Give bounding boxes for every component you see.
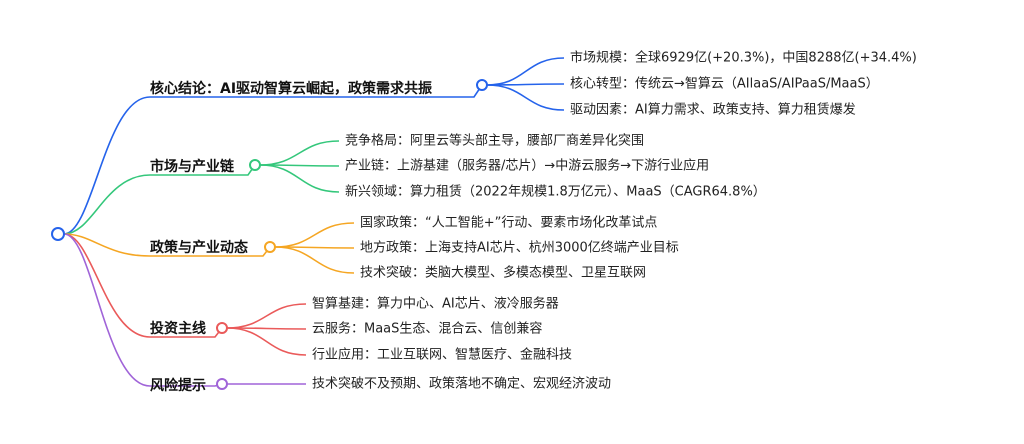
leaf-connector <box>226 327 307 356</box>
root-connector <box>63 233 151 257</box>
leaf-label: 行业应用：工业互联网、智慧医疗、金融科技 <box>312 347 572 363</box>
branch-risk-warning[interactable]: 风险提示 技术突破不及预期、政策落地不确定、宏观经济波动 <box>150 376 611 395</box>
branch-investment-themes[interactable]: 投资主线 智算基建：算力中心、AI芯片、液冷服务器 云服务：MaaS生态、混合云… <box>150 296 572 363</box>
leaf-label: 市场规模：全球6929亿(+20.3%)，中国8288亿(+34.4%) <box>570 50 917 66</box>
leaf-label: 云服务：MaaS生态、混合云、信创兼容 <box>312 321 542 337</box>
leaf-label: 智算基建：算力中心、AI芯片、液冷服务器 <box>312 296 559 312</box>
leaf-connector <box>259 164 340 193</box>
leaf-connector <box>274 222 355 248</box>
branch-node[interactable] <box>476 79 488 91</box>
branch-label: 风险提示 <box>150 377 206 394</box>
leaf-label: 驱动因素：AI算力需求、政策支持、算力租赁爆发 <box>570 102 856 118</box>
leaf-connector <box>226 303 307 329</box>
branch-node[interactable] <box>216 322 228 334</box>
branch-label: 核心结论：AI驱动智算云崛起，政策需求共振 <box>150 80 432 97</box>
leaf-label: 产业链：上游基建（服务器/芯片）→中游云服务→下游行业应用 <box>345 158 709 174</box>
root-connector <box>63 233 151 387</box>
leaf-connector <box>274 246 355 274</box>
branch-label: 政策与产业动态 <box>150 239 248 256</box>
leaf-connector <box>486 84 565 111</box>
branch-label: 投资主线 <box>150 320 206 337</box>
leaf-label: 核心转型：传统云→智算云（AIlaaS/AIPaaS/MaaS） <box>570 77 879 92</box>
root-connector <box>63 96 151 235</box>
leaf-label: 竞争格局：阿里云等头部主导，腰部厂商差异化突围 <box>345 133 644 149</box>
branch-node[interactable] <box>249 159 261 171</box>
leaf-label: 技术突破：类脑大模型、多模态模型、卫星互联网 <box>360 265 646 281</box>
branch-node[interactable] <box>264 241 276 253</box>
branch-policy-industry-trends[interactable]: 政策与产业动态 国家政策：“人工智能+”行动、要素市场化改革试点 地方政策：上海… <box>150 215 679 281</box>
root-connector <box>63 233 151 338</box>
branch-core-conclusion[interactable]: 核心结论：AI驱动智算云崛起，政策需求共振 市场规模：全球6929亿(+20.3… <box>150 50 917 118</box>
branch-market-industry-chain[interactable]: 市场与产业链 竞争格局：阿里云等头部主导，腰部厂商差异化突围 产业链：上游基建（… <box>150 133 766 200</box>
leaf-connector <box>486 57 565 86</box>
leaf-label: 新兴领域：算力租赁（2022年规模1.8万亿元）、MaaS（CAGR64.8%） <box>345 184 766 200</box>
mindmap-edges <box>63 57 565 387</box>
branch-label: 市场与产业链 <box>150 158 235 175</box>
leaf-label: 技术突破不及预期、政策落地不确定、宏观经济波动 <box>312 376 611 392</box>
root-node[interactable] <box>51 227 65 241</box>
root-connector <box>63 174 151 235</box>
branch-node[interactable] <box>216 378 228 390</box>
leaf-label: 地方政策：上海支持AI芯片、杭州3000亿终端产业目标 <box>360 240 679 256</box>
leaf-connector <box>259 140 340 166</box>
leaf-label: 国家政策：“人工智能+”行动、要素市场化改革试点 <box>360 215 657 231</box>
